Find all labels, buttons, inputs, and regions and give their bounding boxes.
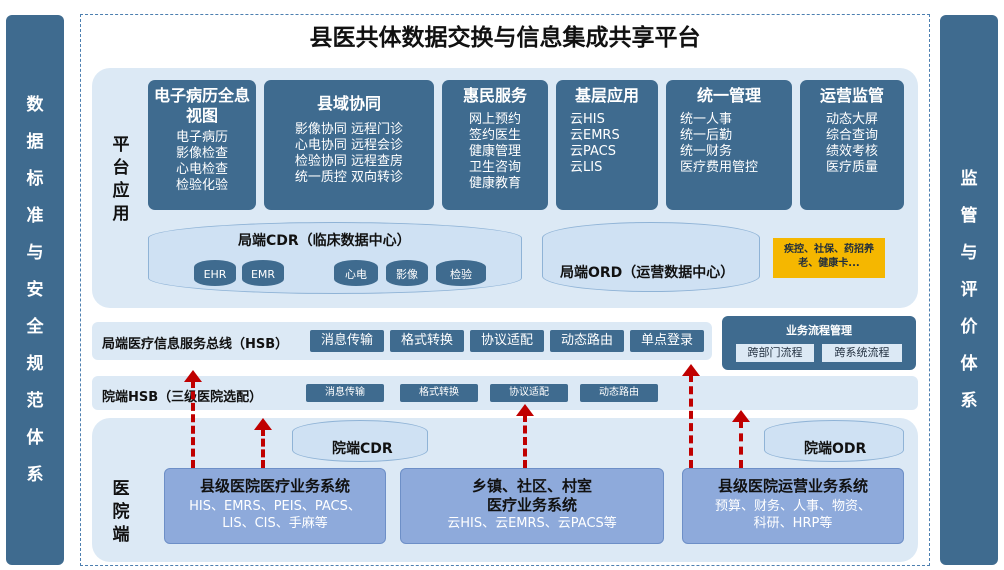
app-item: 云LIS [570, 160, 603, 175]
county-operation-business-system: 县级医院运营业务系统 预算、财务、人事、物资、 科研、HRP等 [682, 468, 904, 544]
app-item: 心电协同 远程会诊 [294, 138, 404, 153]
app-item: 健康教育 [468, 176, 521, 191]
data-flow-arrow-up [516, 404, 534, 468]
app-item: 云EMRS [570, 128, 620, 143]
app-item: 医疗质量 [825, 160, 878, 175]
platform-application-label: 平台应用 [112, 135, 130, 224]
standards-security-bar: 数据标准与安全规范体系 [6, 15, 64, 565]
ehr-database-icon: EHR [194, 260, 236, 286]
hsb-chip-format: 格式转换 [390, 330, 464, 352]
county-medical-business-system: 县级医院医疗业务系统 HIS、EMRS、PEIS、PACS、 LIS、CIS、手… [164, 468, 386, 544]
app-title: 惠民服务 [462, 86, 527, 105]
app-item: 影像协同 远程门诊 [294, 122, 404, 137]
app-county-collaboration: 县域协同 影像协同 远程门诊 心电协同 远程会诊 检验协同 远程查房 统一质控 … [264, 80, 434, 210]
app-unified-management: 统一管理 统一人事 统一后勤 统一财务 医疗费用管控 [666, 80, 792, 210]
hsb-chip-protocol: 协议适配 [470, 330, 544, 352]
app-item: 综合查询 [825, 128, 878, 143]
app-item: 电子病历 [175, 130, 228, 145]
system-title: 乡镇、社区、村室 [471, 477, 592, 495]
supervision-evaluation-label: 监管与评价体系 [960, 168, 978, 411]
app-title: 电子病历全息视图 [154, 86, 251, 125]
hospital-odr-label: 院端ODR [804, 441, 867, 457]
cross-department-flow: 跨部门流程 [736, 344, 814, 362]
app-grassroots: 基层应用 云HIS 云EMRS 云PACS 云LIS [556, 80, 658, 210]
app-item: 网上预约 [468, 112, 521, 127]
emr-database-icon: EMR [242, 260, 284, 286]
hsb-chip-sso: 单点登录 [630, 330, 704, 352]
app-item: 云PACS [570, 144, 617, 159]
app-title: 基层应用 [574, 86, 639, 105]
hospital-side-label: 医院端 [112, 479, 130, 545]
app-item: 统一质控 双向转诊 [294, 170, 404, 185]
system-detail: 预算、财务、人事、物资、 [714, 499, 871, 514]
app-item: 统一财务 [680, 144, 733, 159]
ecg-database-icon: 心电 [334, 260, 378, 286]
app-item: 影像检查 [175, 146, 228, 161]
app-item: 健康管理 [468, 144, 521, 159]
ord-label: 局端ORD（运营数据中心） [560, 265, 735, 281]
app-item: 检验协同 远程查房 [294, 154, 404, 169]
app-item: 云HIS [570, 112, 605, 127]
flow-mgmt-title: 业务流程管理 [786, 324, 852, 337]
supervision-evaluation-bar: 监管与评价体系 [940, 15, 998, 565]
app-item: 检验化验 [175, 178, 228, 193]
app-title: 统一管理 [696, 86, 761, 105]
standards-security-label: 数据标准与安全规范体系 [26, 94, 44, 485]
app-item: 统一后勤 [680, 128, 733, 143]
app-emr-holographic-view: 电子病历全息视图 电子病历 影像检查 心电检查 检验化验 [148, 80, 256, 210]
data-flow-arrow-up [254, 418, 272, 468]
app-title: 运营监管 [819, 86, 884, 105]
yd-chip-message: 消息传输 [306, 384, 384, 402]
yd-chip-protocol: 协议适配 [490, 384, 568, 402]
cross-system-flow: 跨系统流程 [822, 344, 902, 362]
hsb-chip-message: 消息传输 [310, 330, 384, 352]
system-title: 县级医院医疗业务系统 [199, 477, 350, 495]
app-item: 签约医生 [468, 128, 521, 143]
system-detail: HIS、EMRS、PEIS、PACS、 [189, 499, 361, 514]
bureau-hsb-label: 局端医疗信息服务总线（HSB） [102, 337, 289, 352]
app-item: 卫生咨询 [468, 160, 521, 175]
external-systems-note: 疾控、社保、药招养老、健康卡... [773, 238, 885, 278]
app-public-service: 惠民服务 网上预约 签约医生 健康管理 卫生咨询 健康教育 [442, 80, 548, 210]
township-medical-business-system: 乡镇、社区、村室 医疗业务系统 云HIS、云EMRS、云PACS等 [400, 468, 664, 544]
app-item: 统一人事 [680, 112, 733, 127]
app-item: 绩效考核 [825, 144, 878, 159]
system-title: 县级医院运营业务系统 [717, 477, 868, 495]
yd-chip-format: 格式转换 [400, 384, 478, 402]
hsb-chip-routing: 动态路由 [550, 330, 624, 352]
system-detail: 科研、HRP等 [753, 516, 833, 531]
ord-database-cylinder [542, 222, 760, 292]
hospital-hsb-label: 院端HSB（三级医院选配） [102, 390, 263, 405]
lab-database-icon: 检验 [436, 260, 486, 286]
app-item: 心电检查 [175, 162, 228, 177]
hospital-cdr-cylinder [292, 420, 428, 462]
system-title-line2: 医疗业务系统 [486, 496, 577, 514]
platform-frame [80, 14, 930, 566]
app-item: 动态大屏 [825, 112, 878, 127]
app-title: 县域协同 [316, 94, 381, 113]
data-flow-arrow-up [184, 370, 202, 468]
hospital-odr-cylinder [764, 420, 904, 462]
cdr-label: 局端CDR（临床数据中心） [238, 233, 411, 249]
app-item: 医疗费用管控 [680, 160, 759, 175]
app-operation-supervision: 运营监管 动态大屏 综合查询 绩效考核 医疗质量 [800, 80, 904, 210]
yd-chip-routing: 动态路由 [580, 384, 658, 402]
hospital-cdr-label: 院端CDR [332, 441, 393, 457]
data-flow-arrow-up [682, 364, 700, 468]
system-detail: 云HIS、云EMRS、云PACS等 [447, 516, 617, 531]
page-title: 县医共体数据交换与信息集成共享平台 [309, 25, 701, 51]
data-flow-arrow-up [732, 410, 750, 468]
business-process-management: 业务流程管理 跨部门流程 跨系统流程 [722, 316, 916, 370]
imaging-database-icon: 影像 [386, 260, 428, 286]
system-detail: LIS、CIS、手麻等 [222, 516, 328, 531]
